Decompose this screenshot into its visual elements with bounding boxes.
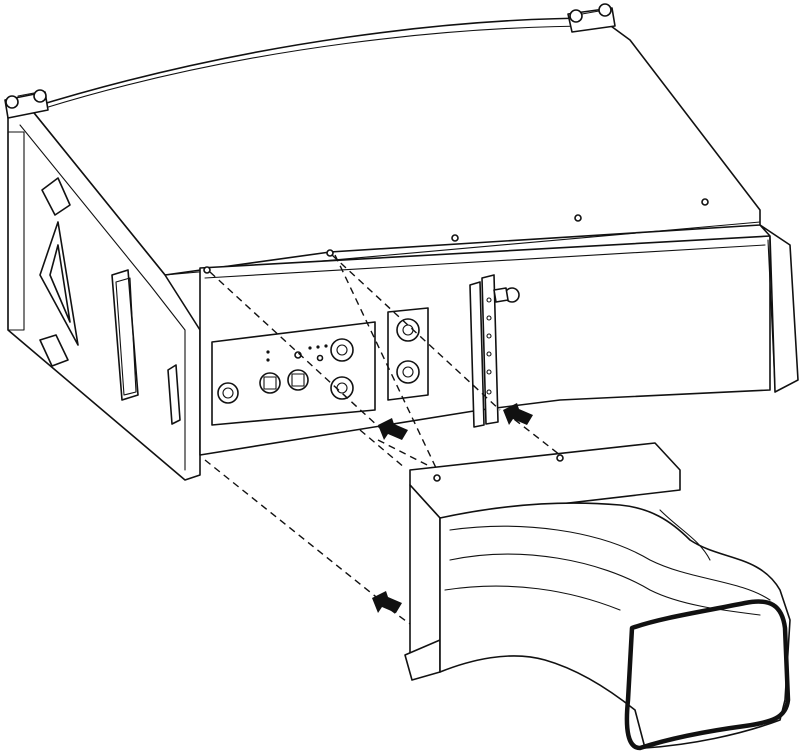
cabinet-top-ridge <box>44 25 601 109</box>
screw-4 <box>574 214 582 222</box>
rigging-bracket <box>469 274 520 428</box>
bracket-holes <box>486 297 492 395</box>
insert-arrow-3 <box>372 591 402 613</box>
cabinet-top <box>29 17 761 276</box>
cover-body <box>439 502 791 749</box>
connector-panel <box>211 307 429 426</box>
side-rail <box>7 131 25 331</box>
cover-hood <box>404 442 791 751</box>
connector-jacks <box>217 318 420 404</box>
screw-2 <box>326 249 334 257</box>
mounting-screws <box>203 198 709 274</box>
side-handle <box>111 269 139 401</box>
insert-arrow-1 <box>378 418 408 440</box>
cover-opening-rim <box>624 599 791 751</box>
rigging-clip-left <box>4 89 49 119</box>
screw-3 <box>451 234 459 242</box>
screw-1 <box>203 266 211 274</box>
side-slot-top <box>41 177 71 216</box>
cabinet-right-side <box>759 224 799 393</box>
indicator-leds <box>266 344 328 362</box>
screw-5 <box>701 198 709 206</box>
rigging-clip-right <box>567 3 616 33</box>
speaker-cabinet <box>4 3 799 481</box>
side-foot <box>167 364 181 425</box>
side-slot-bottom <box>39 334 69 367</box>
brand-logo <box>39 221 79 346</box>
insert-arrow-2 <box>503 403 533 425</box>
